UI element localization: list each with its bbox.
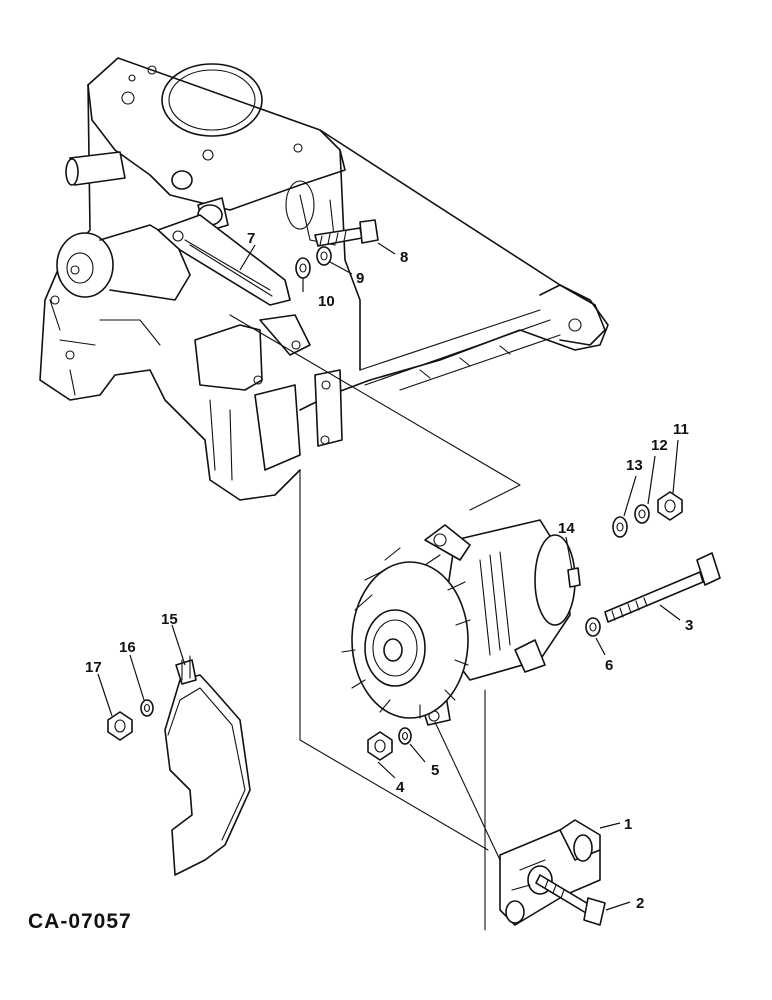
engine-block [39, 57, 609, 501]
leader-lines [97, 242, 681, 911]
washer-6 [585, 617, 601, 637]
callout-1: 1 [624, 816, 632, 833]
nut-4 [367, 731, 393, 761]
adjusting-bracket [157, 214, 291, 306]
bolt-8 [314, 219, 379, 247]
callout-10: 10 [318, 293, 335, 310]
lock-washer-5 [398, 727, 412, 745]
callout-16: 16 [119, 639, 136, 656]
long-bolt-3 [604, 552, 721, 623]
callout-11: 11 [673, 421, 689, 438]
callout-12: 12 [651, 437, 668, 454]
washer-10 [295, 257, 311, 279]
washer-13 [612, 516, 628, 538]
lock-washer-16 [140, 699, 154, 717]
heat-shield [164, 655, 251, 876]
callout-5: 5 [431, 762, 439, 779]
callout-15: 15 [161, 611, 178, 628]
callout-13: 13 [626, 457, 643, 474]
assembly-lines [229, 314, 521, 931]
callout-14: 14 [558, 520, 575, 537]
callout-3: 3 [685, 617, 693, 634]
callout-2: 2 [636, 895, 644, 912]
figure-code: CA-07057 [28, 910, 132, 933]
callout-17: 17 [85, 659, 102, 676]
callout-8: 8 [400, 249, 408, 266]
callout-4: 4 [396, 779, 405, 796]
callout-7: 7 [247, 230, 255, 247]
nut-17 [107, 711, 133, 741]
lock-washer-12 [634, 504, 650, 524]
nut-11 [657, 491, 683, 521]
callout-9: 9 [356, 270, 364, 287]
alternator [341, 519, 581, 726]
lock-washer-9 [316, 246, 332, 266]
bolt-2 [535, 874, 606, 926]
callout-6: 6 [605, 657, 613, 674]
